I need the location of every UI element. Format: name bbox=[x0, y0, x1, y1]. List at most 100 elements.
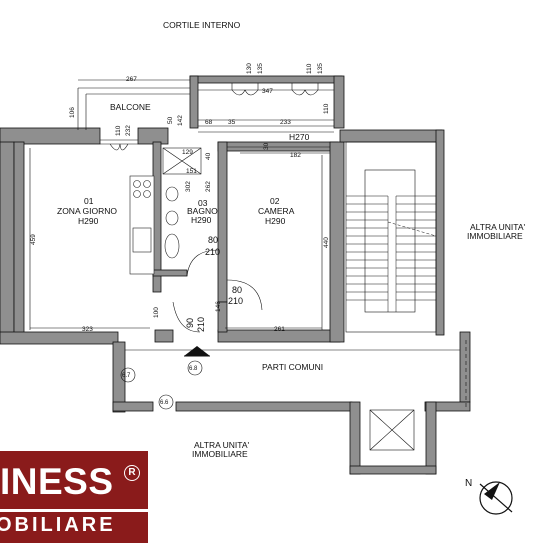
dim-210c: 210 bbox=[196, 317, 206, 332]
dim-210b: 210 bbox=[228, 296, 243, 306]
loggia-outline bbox=[198, 89, 334, 133]
hall-door-arc bbox=[172, 279, 263, 333]
entry-marker bbox=[184, 346, 210, 356]
wall-corr-bottom-2 bbox=[175, 401, 353, 412]
zona-h: H290 bbox=[78, 216, 99, 226]
hob-2 bbox=[143, 180, 151, 188]
wall-bottom-left bbox=[0, 331, 119, 345]
lift-cabin bbox=[369, 409, 415, 451]
dim-129: 129 bbox=[182, 149, 193, 156]
loggia-door-arcs bbox=[231, 89, 319, 96]
wall-bath-right bbox=[217, 141, 228, 303]
dim-110-side: 110 bbox=[323, 103, 330, 114]
dim-182: 182 bbox=[290, 152, 301, 159]
lift-cross bbox=[369, 409, 415, 451]
dim-110w: 110 bbox=[115, 125, 122, 136]
wall-lift-left bbox=[349, 401, 361, 475]
dim-80b: 80 bbox=[232, 285, 242, 295]
dim-80a: 80 bbox=[208, 235, 218, 245]
wall-camera-right bbox=[329, 141, 345, 343]
wall-left-inner bbox=[13, 141, 25, 343]
dim-146: 146 bbox=[215, 301, 222, 312]
kitchen-counter bbox=[129, 175, 155, 275]
kitchen-sink bbox=[132, 227, 152, 253]
dim-lines bbox=[29, 79, 334, 330]
dim-347: 347 bbox=[262, 88, 273, 95]
wall-corr-left bbox=[112, 341, 126, 413]
hob-3 bbox=[133, 190, 141, 198]
wall-corr-bottom-1 bbox=[112, 401, 154, 412]
dim-440: 440 bbox=[323, 237, 330, 248]
loggia-windows bbox=[231, 83, 319, 90]
wall-bottom-mid bbox=[154, 329, 174, 343]
shower-cross bbox=[162, 147, 202, 175]
wall-loggia-left bbox=[189, 75, 199, 129]
mark-66: 6.6 bbox=[160, 400, 169, 406]
bagno-h: H290 bbox=[191, 215, 212, 225]
balcone-label: BALCONE bbox=[110, 102, 151, 112]
bath-door-arc bbox=[186, 249, 219, 277]
bidet bbox=[165, 210, 179, 226]
dim-151: 151 bbox=[186, 168, 197, 175]
dim-50: 50 bbox=[167, 116, 174, 124]
dim-142: 142 bbox=[177, 115, 184, 126]
dim-323: 323 bbox=[82, 326, 93, 333]
dim-210a: 210 bbox=[205, 247, 220, 257]
camera-h: H290 bbox=[265, 216, 286, 226]
parti-comuni-label: PARTI COMUNI bbox=[262, 362, 323, 372]
dim-130: 130 bbox=[246, 63, 253, 74]
cortile-label: CORTILE INTERNO bbox=[163, 20, 241, 30]
stair-core bbox=[364, 169, 416, 313]
wall-bath-bottom bbox=[152, 269, 188, 277]
marker-circle-67 bbox=[120, 367, 136, 383]
dim-30: 30 bbox=[263, 142, 270, 150]
marker-circle-66 bbox=[158, 394, 174, 410]
registered-icon: R bbox=[124, 465, 140, 481]
altra-bottom-2: IMMOBILIARE bbox=[192, 449, 248, 459]
wall-stair-top bbox=[339, 129, 443, 143]
dim-35: 35 bbox=[228, 119, 236, 126]
altra-right-1: ALTRA UNITA' bbox=[470, 222, 526, 232]
walls bbox=[0, 75, 471, 475]
dim-106: 106 bbox=[69, 107, 76, 118]
zona-name: ZONA GIORNO bbox=[57, 206, 117, 216]
logo-top-text: INESS bbox=[0, 461, 114, 502]
h270-label: H270 bbox=[289, 132, 310, 142]
bath-sink bbox=[164, 233, 180, 259]
camera-name: CAMERA bbox=[258, 206, 295, 216]
marker-circle-68 bbox=[187, 360, 203, 376]
wall-lift-right bbox=[425, 401, 437, 475]
dim-110b: 110 bbox=[306, 63, 313, 74]
wall-corr-right bbox=[459, 331, 471, 403]
north-label: N bbox=[465, 478, 472, 489]
dim-261: 261 bbox=[274, 326, 285, 333]
bagno-num: 03 bbox=[198, 198, 208, 208]
logo-bottom-text: OBILIARE bbox=[0, 514, 116, 536]
dim-233: 233 bbox=[280, 119, 291, 126]
wall-stair-right bbox=[435, 129, 445, 336]
thin-lines bbox=[29, 79, 467, 451]
hob-4 bbox=[143, 190, 151, 198]
wall-top-left bbox=[0, 127, 101, 145]
dim-100: 100 bbox=[153, 307, 160, 318]
wall-loggia-right bbox=[333, 75, 345, 129]
dim-90: 90 bbox=[185, 318, 195, 328]
camera-num: 02 bbox=[270, 196, 280, 206]
agency-logo: INESS R OBILIARE bbox=[0, 451, 148, 543]
mark-68: 6.8 bbox=[189, 366, 198, 372]
wall-lift-bottom bbox=[349, 465, 437, 475]
zona-num: 01 bbox=[84, 196, 94, 206]
dim-40: 40 bbox=[205, 152, 212, 160]
bagno-name: BAGNO bbox=[187, 206, 218, 216]
toilet bbox=[165, 186, 179, 202]
dim-302: 302 bbox=[185, 181, 192, 192]
stair-box bbox=[345, 141, 437, 333]
zona-window bbox=[100, 139, 138, 151]
altra-right-2: IMMOBILIARE bbox=[467, 231, 523, 241]
dim-68: 68 bbox=[205, 119, 213, 126]
wall-loggia-top bbox=[189, 75, 343, 84]
dim-459: 459 bbox=[30, 234, 37, 245]
wall-hall-right bbox=[217, 301, 228, 333]
dim-135a: 135 bbox=[257, 63, 264, 74]
